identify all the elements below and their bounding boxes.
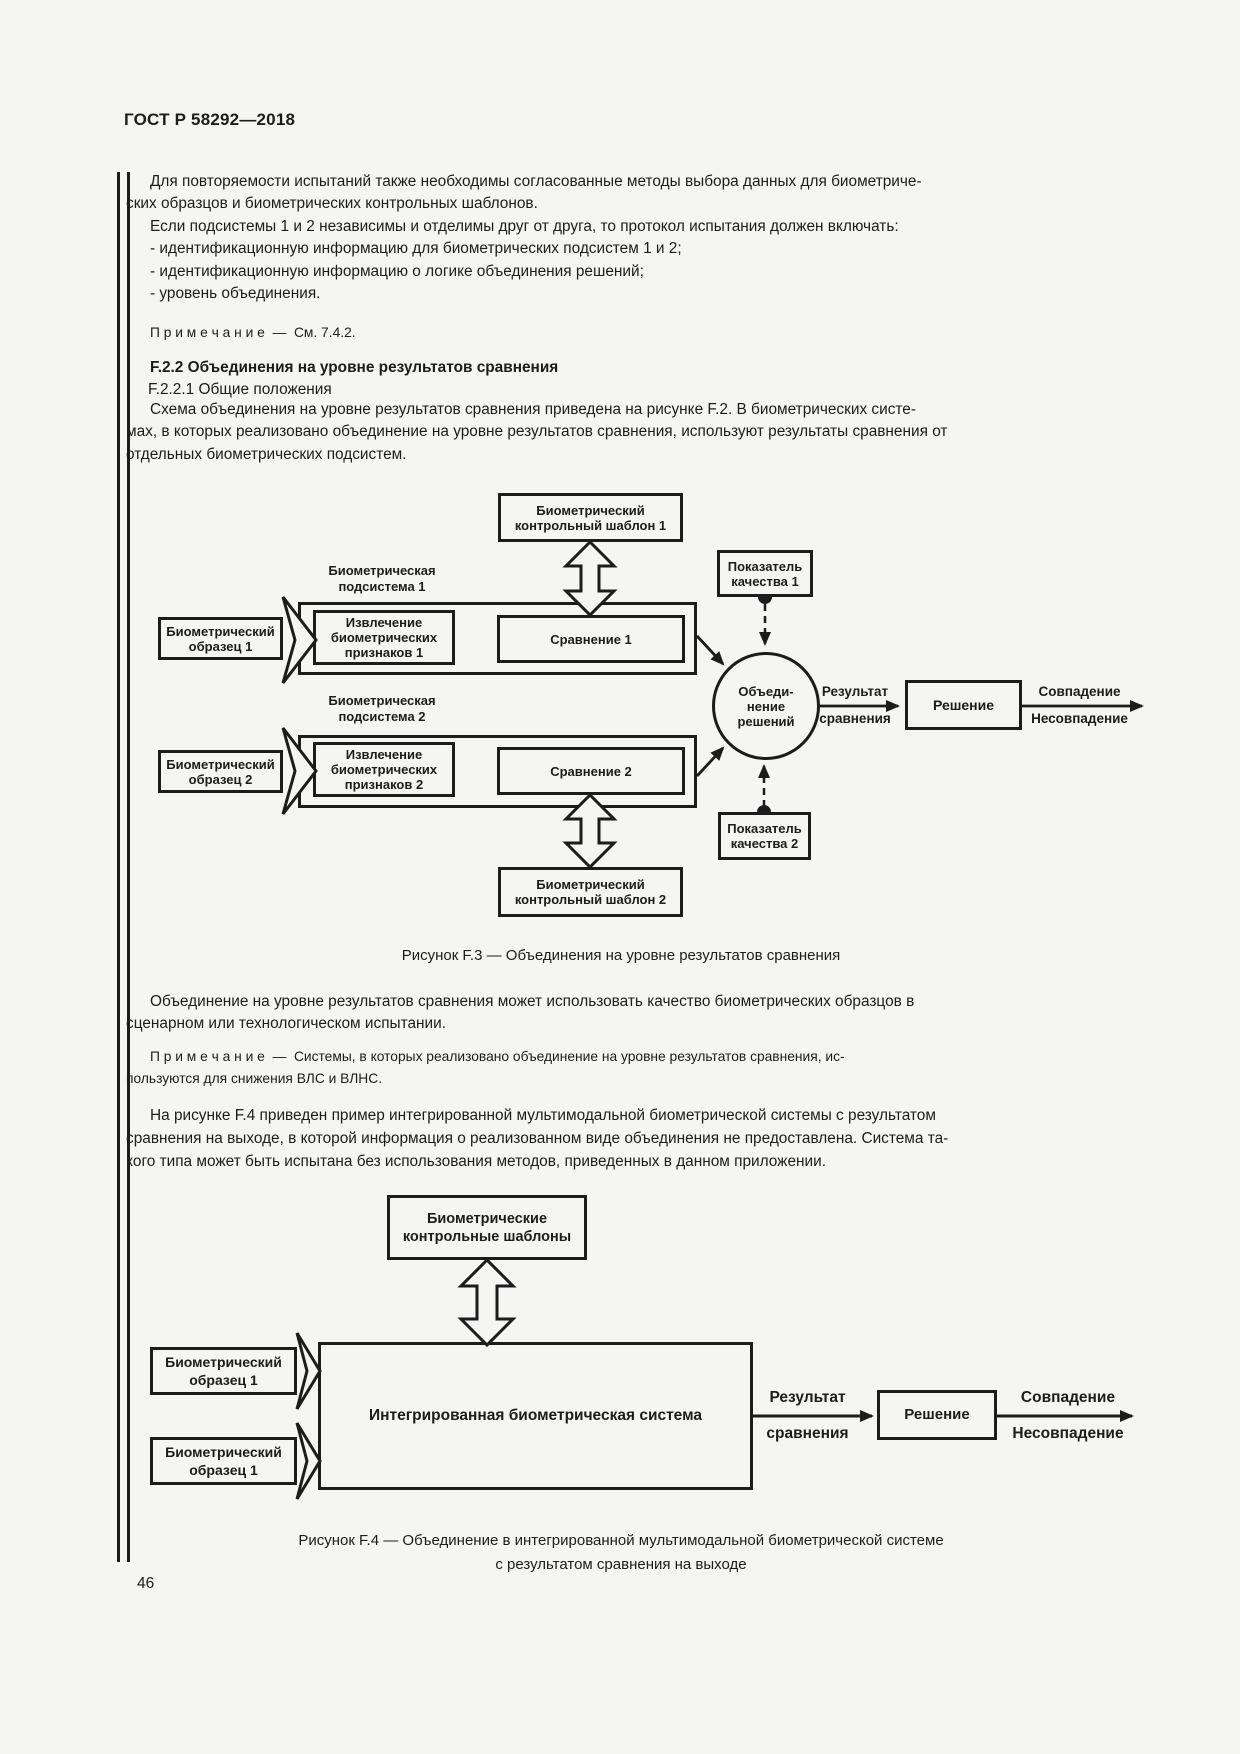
text-line: - идентификационную информацию о логике …: [150, 262, 644, 280]
box-comparison-1: Сравнение 1: [497, 615, 685, 663]
box-reference-templates: Биометрические контрольные шаблоны: [387, 1195, 587, 1260]
figure-f3: Биометрический контрольный шаблон 1 Биом…: [140, 445, 1150, 925]
box-decision: Решение: [877, 1390, 997, 1440]
box-sample-top: Биометрический образец 1: [150, 1347, 297, 1395]
label-nonmatch: Несовпадение: [1031, 711, 1128, 726]
text-line: сценарном или технологическом испытании.: [126, 1015, 447, 1033]
label-result-line2: сравнения: [766, 1425, 849, 1442]
standard-code: ГОСТ Р 58292—2018: [124, 110, 296, 129]
text-line: пользуются для снижения ВЛС и ВЛНС.: [126, 1071, 383, 1086]
text-line: На рисунке F.4 приведен пример интегриро…: [150, 1107, 936, 1124]
page-number: 46: [137, 1575, 155, 1592]
text-line: П р и м е ч а н и е — Системы, в которых…: [150, 1049, 845, 1064]
fig4-connector-layer: [753, 1410, 1134, 1422]
label-subsystem-2: Биометрическая подсистема 2: [328, 693, 436, 724]
box-comparison-2: Сравнение 2: [497, 747, 685, 795]
text-line: мах, в которых реализовано объединение н…: [126, 423, 948, 441]
paragraph-protocol-list: Если подсистемы 1 и 2 независимы и отдел…: [126, 216, 1116, 306]
figure-f4-caption: Рисунок F.4 — Объединение в интегрирован…: [126, 1529, 1116, 1577]
heading-f22: F.2.2 Объединения на уровне результатов …: [150, 359, 559, 376]
text-line: Объединение на уровне результатов сравне…: [150, 993, 915, 1010]
flow-arrow-subsystem2-fusion: [695, 746, 725, 777]
text-line: отдельных биометрических подсистем.: [126, 445, 407, 463]
note-see-742: П р и м е ч а н и е — См. 7.4.2.: [150, 325, 356, 340]
box-sample-2: Биометрический образец 2: [158, 750, 283, 793]
flow-arrow-subsystem1-fusion: [695, 635, 725, 666]
box-reference-template-2: Биометрический контрольный шаблон 2: [498, 867, 683, 917]
text-line: - уровень объединения.: [150, 285, 321, 303]
paragraph-fig4-intro: На рисунке F.4 приведен пример интегриро…: [126, 1104, 1116, 1173]
figure-f3-caption: Рисунок F.3 — Объединения на уровне резу…: [401, 947, 841, 964]
box-reference-template-1: Биометрический контрольный шаблон 1: [498, 493, 683, 542]
text-line: ских образцов и биометрических контрольн…: [126, 195, 538, 213]
label-match: Совпадение: [1020, 1389, 1116, 1406]
text-line: Объеди-: [738, 683, 794, 699]
text-line: Если подсистемы 1 и 2 независимы и отдел…: [150, 218, 899, 235]
paragraph-quality: Объединение на уровне результатов сравне…: [126, 991, 1116, 1036]
change-bar: [127, 172, 130, 1562]
box-sample-bottom: Биометрический образец 1: [150, 1437, 297, 1485]
text-line: нение: [746, 698, 786, 714]
label-subsystem-1: Биометрическая подсистема 1: [328, 563, 436, 594]
paragraph-scheme: Схема объединения на уровне результатов …: [126, 399, 1116, 466]
text-line: Схема объединения на уровне результатов …: [150, 401, 916, 418]
heading-f221: F.2.2.1 Общие положения: [148, 381, 332, 398]
box-extraction-1: Извлечение биометрических признаков 1: [313, 610, 455, 665]
box-decision: Решение: [905, 680, 1022, 730]
label-result-line1: Результат: [769, 1389, 846, 1406]
figure-f4: Биометрические контрольные шаблоны Интег…: [130, 1190, 1140, 1510]
note-systems: П р и м е ч а н и е — Системы, в которых…: [126, 1046, 1116, 1090]
text-line: решений: [737, 713, 795, 729]
change-bar: [117, 172, 120, 1562]
box-integrated-system: Интегрированная биометрическая система: [318, 1342, 753, 1490]
label-result-line1: Результат: [821, 684, 889, 699]
text-line: Рисунок F.4 — Объединение в интегрирован…: [298, 1532, 944, 1549]
text-line: кого типа может быть испытана без исполь…: [126, 1153, 827, 1170]
label-nonmatch: Несовпадение: [1012, 1425, 1124, 1442]
label-result-line2: сравнения: [819, 711, 891, 726]
box-extraction-2: Извлечение биометрических признаков 2: [313, 742, 455, 797]
text-line: Для повторяемости испытаний также необхо…: [150, 173, 922, 190]
text-line: - идентификационную информацию для биоме…: [150, 240, 682, 258]
text-line: сравнения на выходе, в которой информаци…: [126, 1130, 949, 1147]
box-quality-score-1: Показатель качества 1: [717, 550, 813, 597]
box-sample-1: Биометрический образец 1: [158, 617, 283, 660]
text-line: с результатом сравнения на выходе: [495, 1556, 747, 1573]
label-match: Совпадение: [1038, 684, 1121, 699]
box-quality-score-2: Показатель качества 2: [718, 812, 811, 860]
paragraph-repeatability: Для повторяемости испытаний также необхо…: [126, 171, 1116, 216]
